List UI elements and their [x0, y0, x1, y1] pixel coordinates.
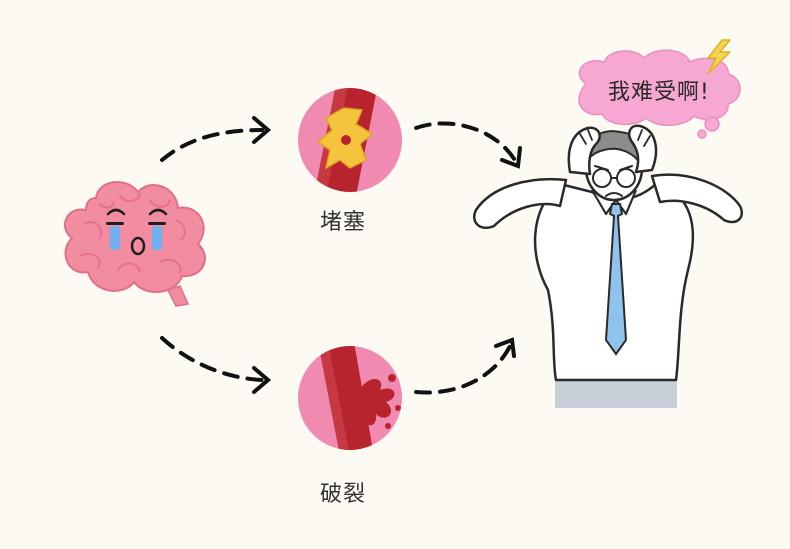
ruptured-vessel-icon: [298, 346, 402, 450]
arrow-brain-to-rupture: [160, 336, 264, 382]
flow-arrows: [160, 116, 522, 395]
blocked-vessel-icon: [298, 88, 402, 192]
rupture-label: 破裂: [320, 482, 367, 507]
lightning-icon: [707, 39, 731, 75]
thought-bubble: [578, 49, 741, 139]
speech-text: 我难受啊!: [608, 80, 710, 105]
arrow-brain-to-blockage: [160, 128, 264, 162]
crying-brain-icon: [64, 180, 206, 307]
arrow-blockage-to-person: [414, 121, 518, 164]
blockage-label: 堵塞: [320, 210, 367, 235]
arrow-rupture-to-person: [414, 344, 512, 395]
stressed-person-illustration: [473, 124, 743, 408]
